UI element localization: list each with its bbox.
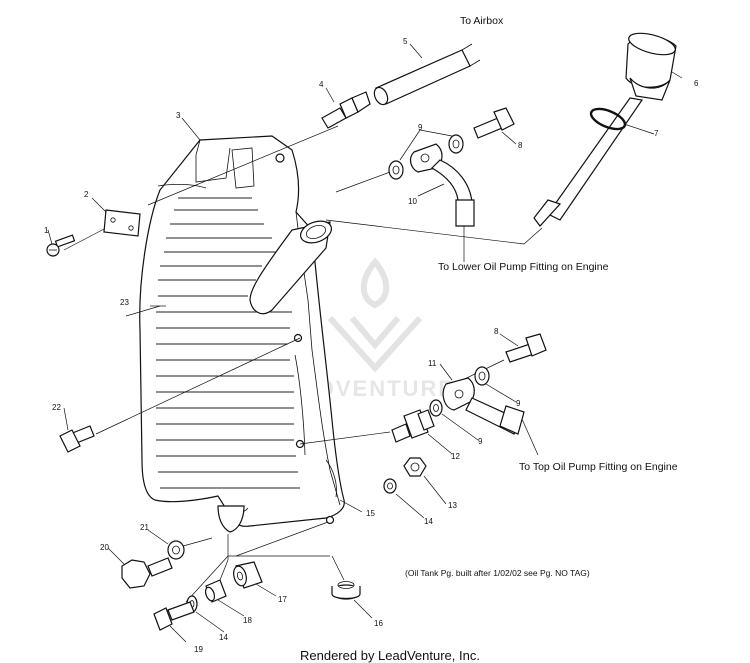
part-7-o-ring [589, 107, 627, 131]
callout-9-lower: 9 [478, 437, 483, 446]
part-10-banjo-fitting [409, 143, 475, 227]
callout-20: 20 [100, 543, 109, 552]
part-2-bracket [103, 209, 141, 237]
part-19-bolt [153, 601, 195, 631]
leader-lines [63, 125, 543, 603]
part-8-banjo-bolt-lower [505, 333, 547, 363]
callout-13: 13 [448, 501, 457, 510]
part-1-screw [46, 234, 76, 257]
callout-11: 11 [428, 359, 437, 368]
callout-5: 5 [403, 37, 408, 46]
callout-16: 16 [374, 619, 383, 628]
callout-6: 6 [694, 79, 699, 88]
callout-10: 10 [408, 197, 417, 206]
callout-8-lower: 8 [494, 327, 499, 336]
callout-9-right: 9 [516, 399, 521, 408]
part-8-banjo-bolt-top [473, 107, 515, 139]
callout-19: 19 [194, 645, 203, 654]
callout-4: 4 [319, 80, 324, 89]
footnote-oil-tank: (Oil Tank Pg. built after 1/02/02 see Pg… [405, 568, 590, 578]
oil-tank [139, 135, 345, 533]
part-12-fitting [391, 409, 435, 443]
part-16-grommet [331, 581, 361, 600]
callout-23: 23 [120, 298, 129, 307]
part-21-washer [167, 540, 185, 560]
part-5-hose [373, 43, 481, 106]
label-to-top-oil-pump: To Top Oil Pump Fitting on Engine [519, 461, 678, 473]
callout-14-left: 14 [219, 633, 228, 642]
part-17-bushing [233, 561, 263, 589]
part-14-washer-right [383, 478, 397, 494]
callout-1: 1 [44, 226, 49, 235]
part-11-banjo-fitting [442, 377, 525, 435]
callout-21: 21 [140, 523, 149, 532]
credit-line: Rendered by LeadVenture, Inc. [300, 648, 480, 663]
callout-12: 12 [451, 452, 460, 461]
callout-8-top: 8 [518, 141, 523, 150]
part-9-washers-lower [429, 366, 490, 417]
callout-17: 17 [278, 595, 287, 604]
callout-18: 18 [243, 616, 252, 625]
callout-3: 3 [176, 111, 181, 120]
part-9-washers-top [388, 134, 464, 180]
callout-7: 7 [654, 129, 659, 138]
callout-15: 15 [366, 509, 375, 518]
callout-numbers: 1 2 3 4 5 6 7 8 9 10 8 11 9 9 12 13 14 1… [44, 37, 699, 654]
callout-2: 2 [84, 190, 89, 199]
callout-22: 22 [52, 403, 61, 412]
part-18-spacer [204, 579, 227, 603]
callout-leaders [47, 43, 683, 643]
part-22-bolt [59, 425, 95, 453]
label-to-lower-oil-pump: To Lower Oil Pump Fitting on Engine [438, 261, 609, 273]
callout-9-top: 9 [418, 123, 423, 132]
label-to-airbox: To Airbox [460, 15, 504, 27]
part-20-bolt [121, 557, 173, 589]
callout-14-right: 14 [424, 517, 433, 526]
part-4-fitting [321, 91, 371, 129]
part-13-nut [403, 457, 427, 477]
